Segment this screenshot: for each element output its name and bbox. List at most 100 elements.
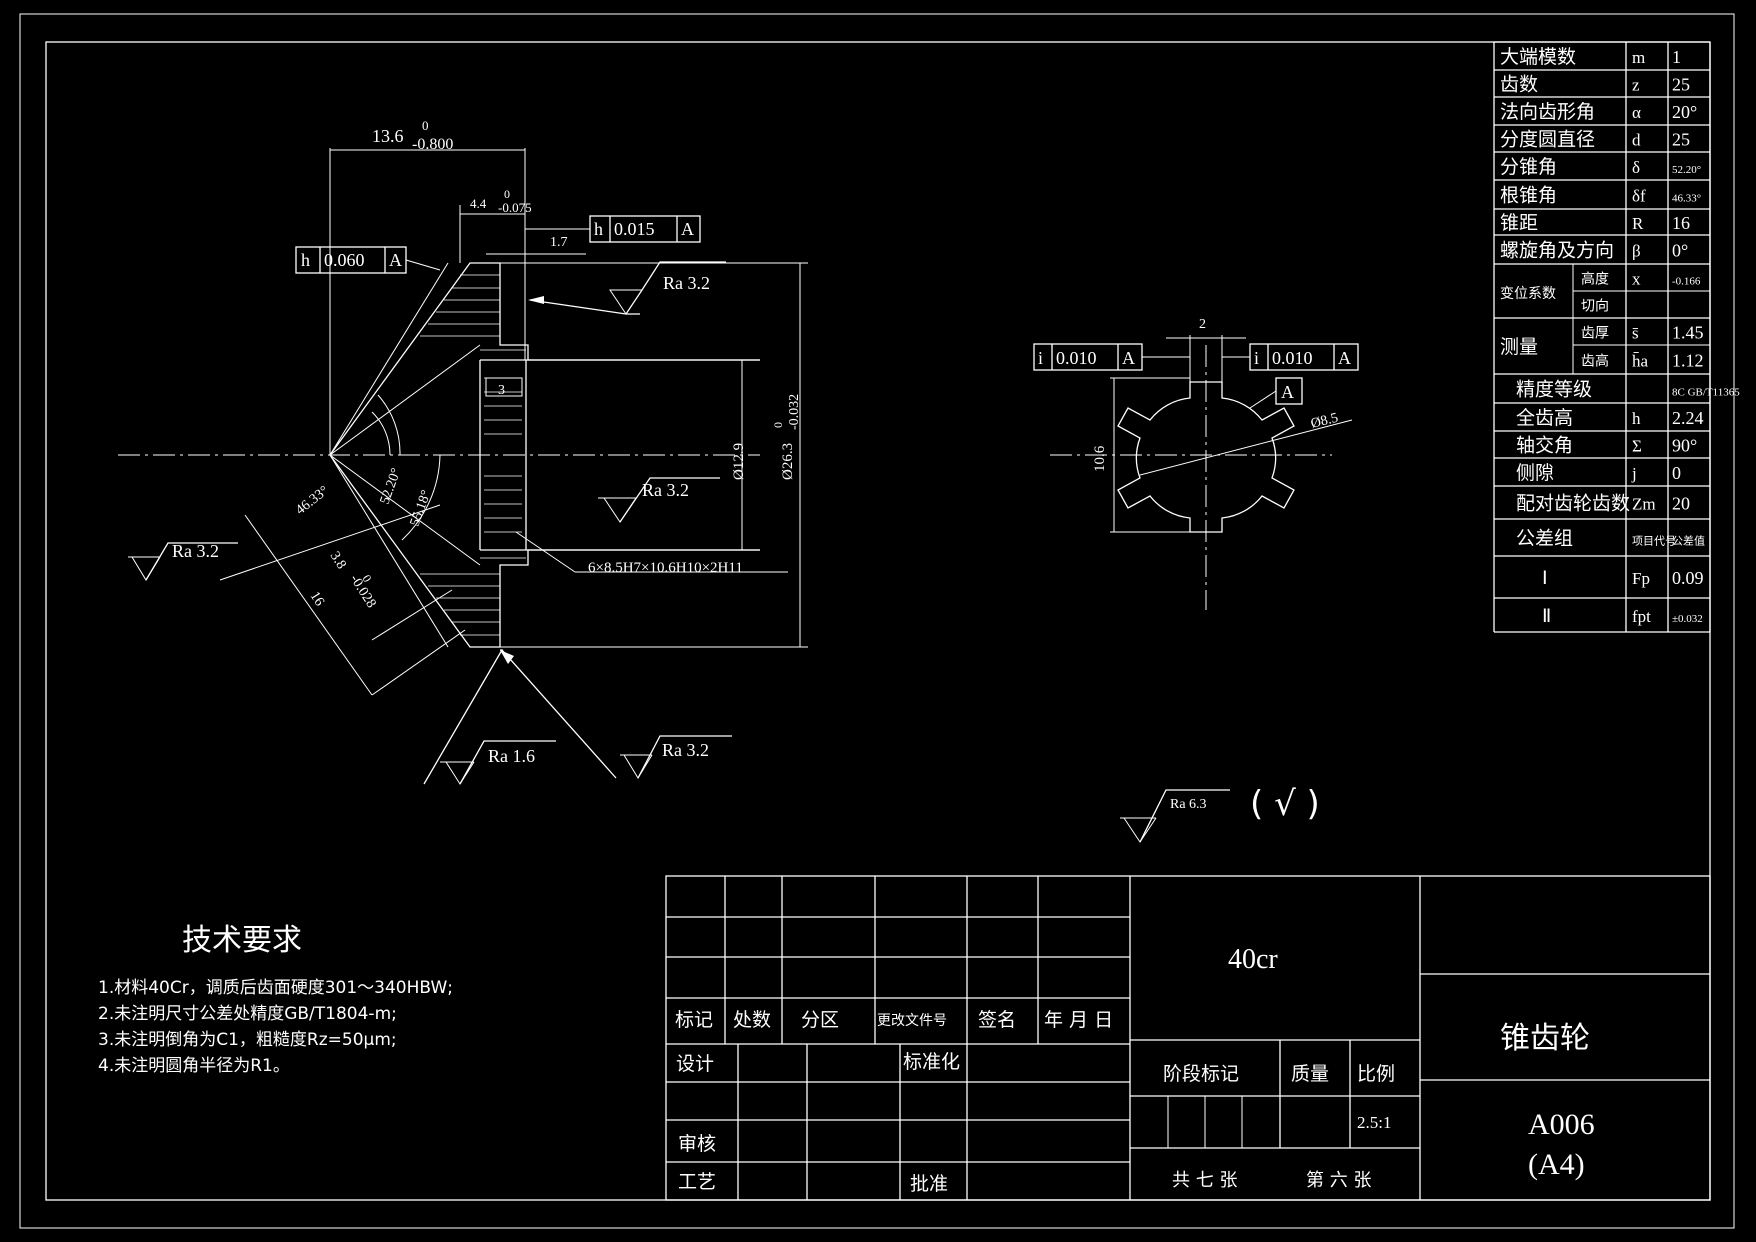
param-label-18: Ⅰ <box>1542 567 1548 589</box>
svg-text:Ra 3.2: Ra 3.2 <box>662 740 709 760</box>
param-sub-9: 切向 <box>1581 299 1609 315</box>
svg-text:Ra 3.2: Ra 3.2 <box>642 480 689 500</box>
technical-requirements: 技术要求 1.材料40Cr，调质后齿面硬度301～340HBW; 2.未注明尺寸… <box>98 923 453 1076</box>
param-sym-1: z <box>1632 76 1640 95</box>
spline-end-view: 2 10.6 Ø8.5 i 0.010 A i 0.010 A <box>1033 317 1359 610</box>
dim-10-6: 10.6 <box>1092 445 1108 472</box>
gear-section-view: 13.6 0 -0.800 4.4 0 -0.075 1.7 3 Ø12.9 Ø… <box>118 118 808 785</box>
param-label-5: 根锥角 <box>1500 185 1557 207</box>
param-label-0: 大端模数 <box>1500 46 1576 68</box>
svg-text:h: h <box>594 219 603 239</box>
dim-3-box <box>485 377 523 397</box>
param-val-13: 2.24 <box>1672 408 1704 428</box>
dim-1-7: 1.7 <box>550 235 568 250</box>
tb-mark: 标记 <box>675 1009 713 1031</box>
param-label-1: 齿数 <box>1500 74 1538 96</box>
param-label-7: 螺旋角及方向 <box>1500 240 1614 262</box>
param-sym-10: s̄ <box>1632 324 1639 343</box>
dim-phi-26-3-tol-up: 0 <box>771 422 785 428</box>
tech-req-line-4: 4.未注明圆角半径为R1。 <box>98 1056 290 1076</box>
angle-46-33: 46.33° <box>293 483 331 518</box>
param-sym-3: d <box>1632 131 1641 150</box>
dim-phi-12-9: Ø12.9 <box>731 443 747 480</box>
svg-text:h: h <box>301 250 310 270</box>
tech-req-title: 技术要求 <box>182 923 302 958</box>
dim-phi-26-3: Ø26.3 <box>780 443 796 480</box>
dim-2: 2 <box>1199 317 1206 332</box>
param-val-8: -0.166 <box>1672 276 1701 288</box>
param-label-4: 分锥角 <box>1500 156 1557 178</box>
param-label-15: 侧隙 <box>1516 462 1554 484</box>
param-val-0: 1 <box>1672 47 1681 67</box>
param-val-16: 20 <box>1672 494 1690 514</box>
tb-approve: 批准 <box>910 1173 948 1195</box>
svg-text:Ra 1.6: Ra 1.6 <box>488 746 535 766</box>
roughness-4: Ra 1.6 <box>423 649 556 785</box>
svg-text:A: A <box>681 219 694 239</box>
tol-frame-2: h 0.015 A <box>525 215 701 243</box>
svg-text:0.010: 0.010 <box>1272 348 1313 368</box>
param-label-16: 配对齿轮齿数 <box>1516 493 1630 515</box>
param-val-6: 16 <box>1672 213 1690 233</box>
tb-sign: 签名 <box>978 1009 1016 1031</box>
tb-drawing-no: A006 <box>1528 1108 1595 1141</box>
tb-standard: 标准化 <box>903 1051 960 1073</box>
param-val-14: 90° <box>1672 436 1697 456</box>
svg-text:Ra 3.2: Ra 3.2 <box>172 541 219 561</box>
svg-text:Ra 6.3: Ra 6.3 <box>1170 797 1207 812</box>
param-sym-6: R <box>1632 214 1644 233</box>
param-val-18: 0.09 <box>1672 568 1704 588</box>
param-sub-11: 齿高 <box>1581 353 1609 370</box>
tb-stage: 阶段标记 <box>1163 1063 1239 1085</box>
dim-phi-8-5: Ø8.5 <box>1309 411 1339 432</box>
tol-frame-1: h 0.060 A <box>295 246 441 274</box>
tb-date: 年 月 日 <box>1044 1009 1113 1031</box>
svg-text:i: i <box>1038 348 1043 368</box>
spline-profile <box>1117 381 1295 533</box>
dim-4-4-tol-up: 0 <box>504 187 510 201</box>
param-sym-5: δf <box>1632 187 1646 206</box>
param-sym-13: h <box>1632 409 1641 428</box>
dim-3-8: 3.8 <box>327 549 349 572</box>
param-val-19: ±0.032 <box>1672 613 1703 625</box>
param-sub-10: 齿厚 <box>1581 326 1609 342</box>
param-sym-4: δ <box>1632 158 1640 177</box>
tb-docno: 更改文件号 <box>877 1013 947 1029</box>
svg-text:0.015: 0.015 <box>614 219 655 239</box>
dim-phi-26-3-tol-low: -0.032 <box>787 394 802 430</box>
tb-paper: (A4) <box>1528 1148 1585 1181</box>
param-sub-8: 高度 <box>1581 271 1609 288</box>
param-sym-7: β <box>1632 242 1641 261</box>
roughness-2: Ra 3.2 <box>598 477 720 523</box>
general-roughness-paren: ( √ ) <box>1250 784 1320 824</box>
param-label-19: Ⅱ <box>1542 605 1551 627</box>
svg-text:0.010: 0.010 <box>1056 348 1097 368</box>
param-sym-8: x <box>1632 270 1641 289</box>
param-sym-0: m <box>1632 48 1645 67</box>
tb-review: 审核 <box>678 1133 716 1155</box>
param-val-12: 8C GB/T11365 <box>1672 387 1740 399</box>
param-sym-11: h̄a <box>1632 352 1649 371</box>
param-val-3: 25 <box>1672 130 1690 150</box>
param-val-2: 20° <box>1672 102 1697 122</box>
tb-design: 设计 <box>676 1053 714 1075</box>
param-val-15: 0 <box>1672 463 1681 483</box>
dim-4-4-tol-low: -0.075 <box>498 200 532 215</box>
param-label-10: 测量 <box>1500 336 1538 358</box>
spline-spec: 6×8.5H7×10.6H10×2H11 <box>588 560 743 576</box>
param-label-6: 锥距 <box>1500 212 1538 234</box>
param-sym-14: Σ <box>1632 437 1642 456</box>
tb-part-name: 锥齿轮 <box>1500 1021 1590 1056</box>
dim-13-6-tol-low: -0.800 <box>412 136 453 153</box>
svg-text:Ra 3.2: Ra 3.2 <box>663 273 710 293</box>
param-sym-2: α <box>1632 103 1641 122</box>
param-val-4: 52.20° <box>1672 164 1701 176</box>
tech-req-line-1: 1.材料40Cr，调质后齿面硬度301～340HBW; <box>98 978 453 998</box>
dim-16: 16 <box>307 589 327 609</box>
param-sym-16: Zm <box>1632 495 1656 514</box>
param-label-14: 轴交角 <box>1516 435 1573 457</box>
svg-text:A: A <box>1281 382 1294 402</box>
param-label-2: 法向齿形角 <box>1500 101 1595 123</box>
